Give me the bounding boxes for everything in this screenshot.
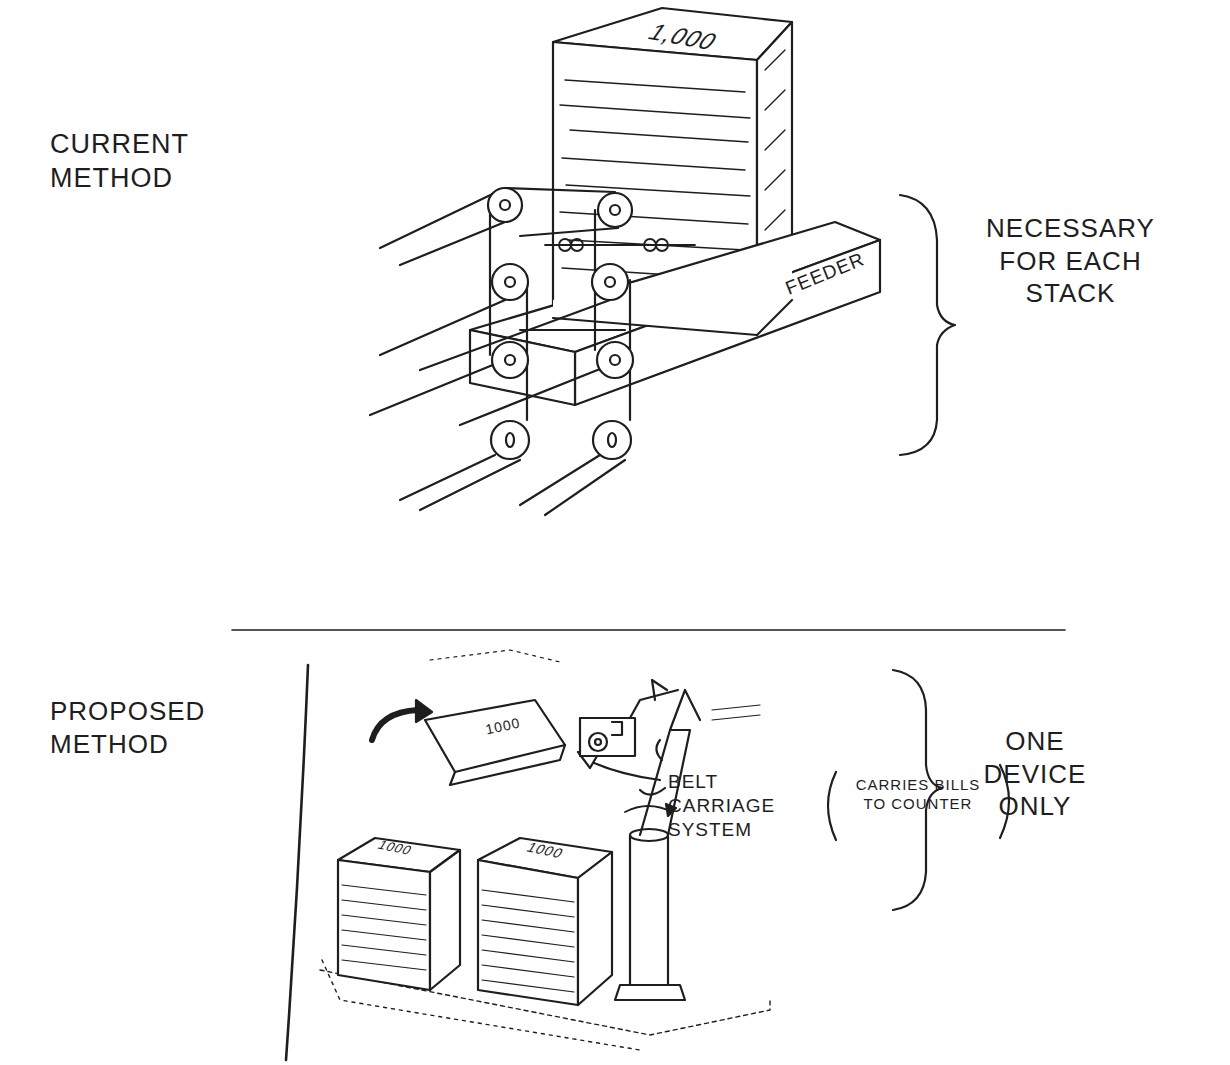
belt-carriage [370,188,695,515]
section-heading: PROPOSED METHOD [50,695,250,760]
robot-illustration [286,650,770,1060]
bracket [900,195,955,455]
leader-arrow [587,760,660,780]
parenthesis [828,772,836,840]
bill-stack [553,8,792,335]
part-name: BELT CARRIAGE SYSTEM [668,770,808,841]
feeder-box [470,222,880,405]
group-note: NECESSARY FOR EACH STACK [978,212,1163,310]
divider-line [232,629,1065,631]
group-note: ONE DEVICE ONLY [965,725,1105,823]
section-heading: CURRENT METHOD [50,128,250,196]
part-note: CARRIES BILLS TO COUNTER [843,776,993,814]
